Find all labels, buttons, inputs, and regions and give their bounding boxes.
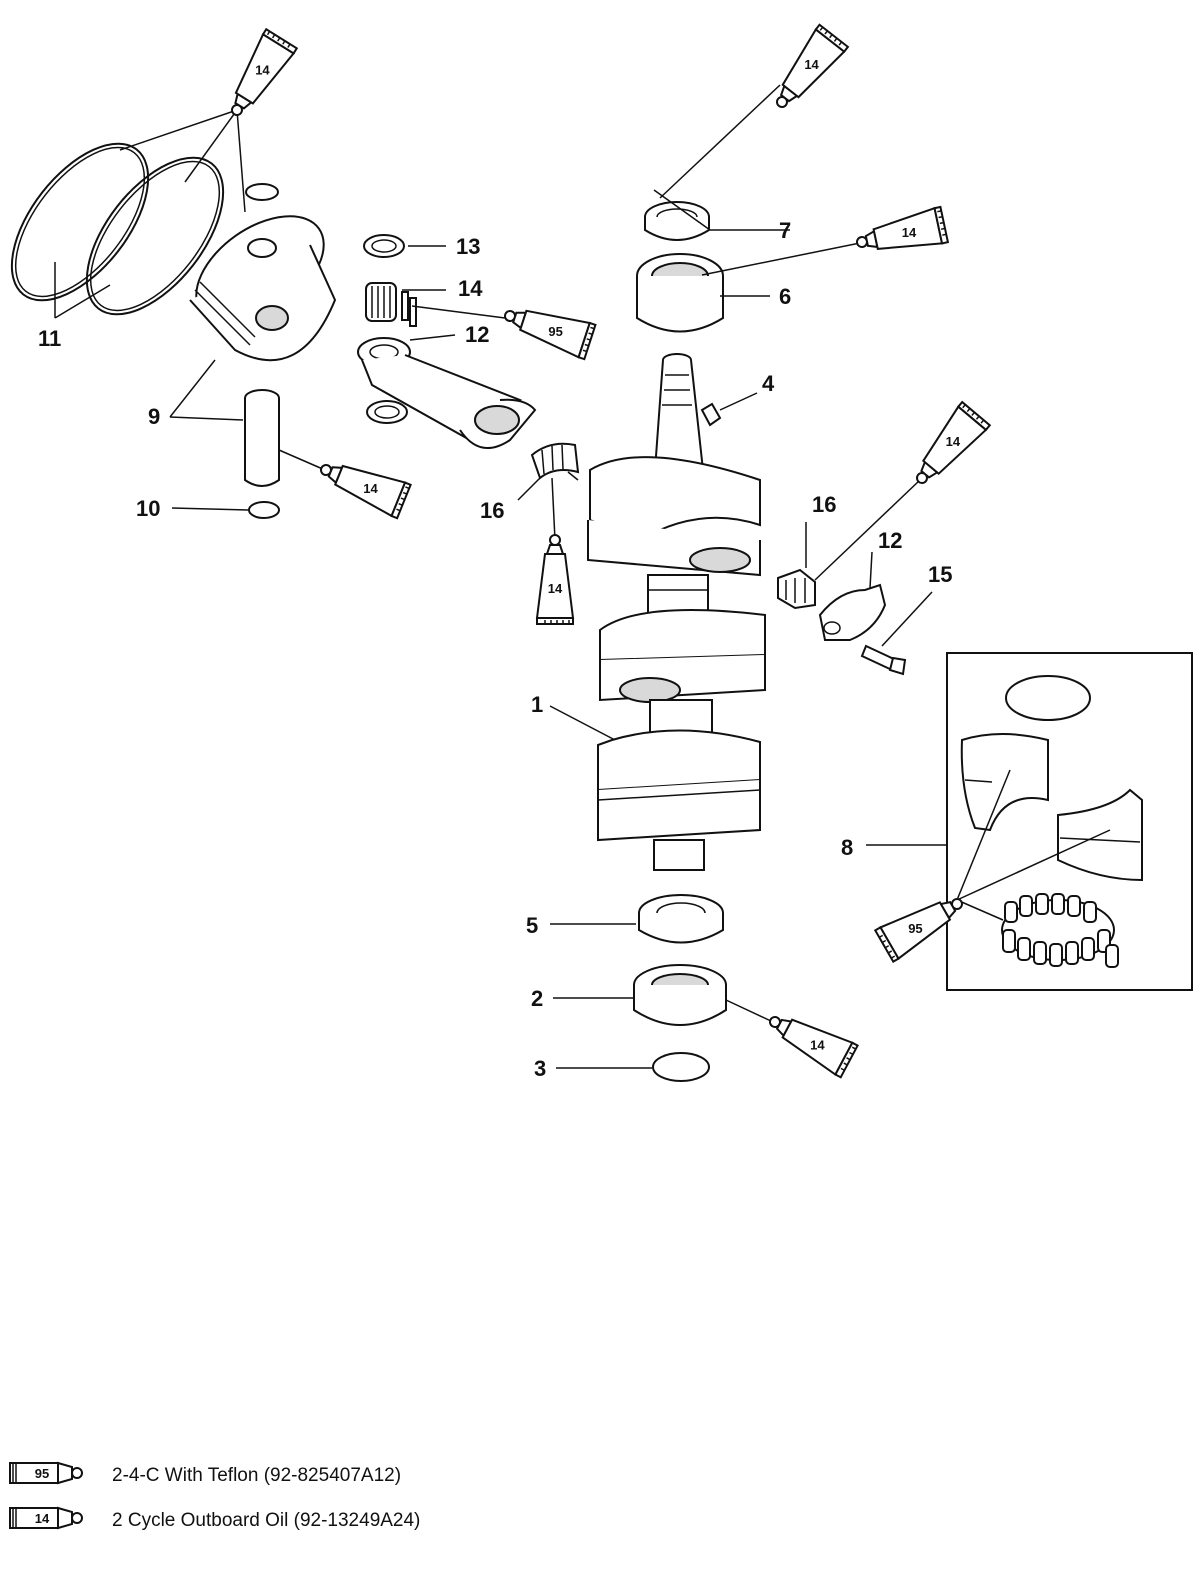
- upper-roller-bearing: [636, 253, 724, 333]
- legend: 95 2-4-C With Teflon (92-825407A12) 14 2…: [9, 1462, 420, 1531]
- wrist-pin-clip-top: [245, 183, 279, 201]
- lower-seal: [638, 894, 724, 944]
- main-bearing-kit: [946, 652, 1193, 991]
- lube-tube-rings: 14: [218, 28, 298, 125]
- lower-ball-bearing: [633, 964, 727, 1026]
- svg-text:14: 14: [810, 1038, 825, 1053]
- upper-seal: [644, 201, 710, 241]
- piston: [189, 215, 337, 362]
- thrust-washer: [363, 234, 405, 258]
- lube-tube-cage: 14: [536, 534, 574, 625]
- caged-bearing-left: [530, 442, 580, 480]
- svg-text:95: 95: [35, 1466, 49, 1481]
- lube-tube-seal-top: 14: [763, 23, 849, 119]
- callout-16-left: 16: [480, 498, 504, 523]
- piston-rings: [10, 142, 225, 316]
- legend-item-95: 95 2-4-C With Teflon (92-825407A12): [9, 1462, 401, 1486]
- needle-bearing: [365, 282, 417, 327]
- lube-tube-rod: 95: [498, 296, 597, 361]
- lube-tube-pin: 14: [313, 450, 412, 520]
- connecting-rod: [357, 337, 537, 449]
- svg-text:14: 14: [35, 1511, 50, 1526]
- callout-12-rod: 12: [465, 322, 489, 347]
- rod-cap-bolt: [860, 644, 907, 676]
- svg-text:2-4-C With Teflon (92-825407A: 2-4-C With Teflon (92-825407A12): [112, 1465, 401, 1486]
- svg-text:95: 95: [548, 324, 562, 339]
- lower-thrust-washer: [366, 400, 408, 424]
- callout-16-right: 16: [812, 492, 836, 517]
- woodruff-key: [700, 402, 722, 427]
- lube-tube-bottom: 14: [761, 1002, 859, 1079]
- rod-cap: [818, 583, 887, 641]
- callout-9: 9: [148, 404, 160, 429]
- caged-bearing-right: [777, 568, 816, 610]
- callout-1: 1: [531, 692, 543, 717]
- lube-tube-cap: 14: [903, 401, 991, 495]
- callout-14: 14: [458, 276, 483, 301]
- callout-15: 15: [928, 562, 952, 587]
- svg-text:14: 14: [902, 225, 917, 240]
- svg-text:14: 14: [804, 57, 819, 72]
- svg-text:14: 14: [548, 581, 563, 596]
- callout-11: 11: [38, 326, 61, 351]
- svg-text:14: 14: [363, 481, 378, 496]
- retaining-ring: [652, 1052, 710, 1082]
- crankshaft: [587, 353, 766, 871]
- callout-2: 2: [531, 986, 543, 1011]
- callout-13: 13: [456, 234, 480, 259]
- callout-5: 5: [526, 913, 538, 938]
- svg-text:2 Cycle Outboard Oil (92-13249: 2 Cycle Outboard Oil (92-13249A24): [112, 1510, 420, 1531]
- lube-tube-kit: 95: [874, 884, 972, 963]
- wrist-pin-clip: [248, 501, 280, 519]
- svg-text:95: 95: [908, 921, 922, 936]
- lube-tube-bearing-top: 14: [852, 205, 949, 262]
- svg-text:14: 14: [946, 434, 961, 449]
- callout-10: 10: [136, 496, 160, 521]
- callout-12-cap: 12: [878, 528, 902, 553]
- callout-8: 8: [841, 835, 853, 860]
- svg-text:14: 14: [255, 62, 270, 77]
- wrist-pin: [244, 389, 280, 487]
- callout-6: 6: [779, 284, 791, 309]
- callout-3: 3: [534, 1056, 546, 1081]
- legend-item-14: 14 2 Cycle Outboard Oil (92-13249A24): [9, 1507, 420, 1531]
- callout-7: 7: [779, 218, 791, 243]
- callout-4: 4: [762, 371, 775, 396]
